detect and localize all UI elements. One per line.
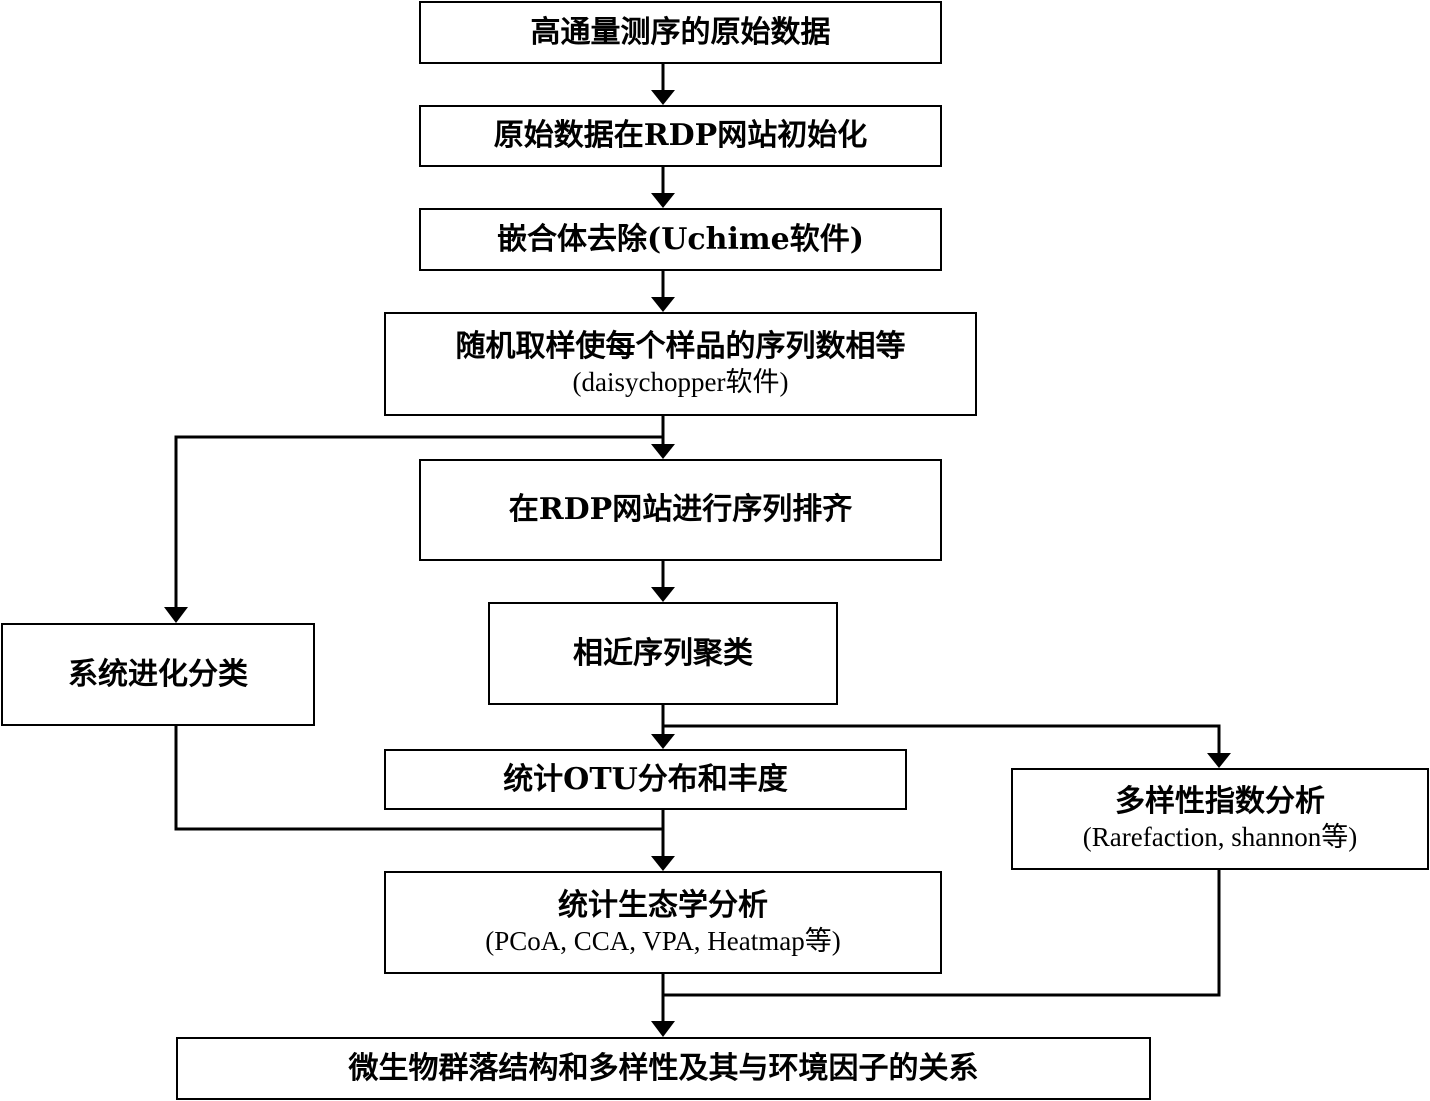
arrowhead-ecology-to-relationship	[651, 1021, 675, 1037]
node-clustering-label: 相近序列聚类	[573, 635, 753, 671]
node-rdp-align: 在RDP网站进行序列排齐	[419, 459, 942, 561]
node-stat-ecology: 统计生态学分析 (PCoA, CCA, VPA, Heatmap等)	[384, 871, 942, 974]
node-stat-ecology-sub: (PCoA, CCA, VPA, Heatmap等)	[485, 925, 841, 956]
node-diversity-index-label: 多样性指数分析	[1115, 784, 1325, 819]
arrowhead-align-to-cluster	[651, 587, 675, 602]
edge-cluster-to-diversity	[663, 724, 1221, 754]
arrowhead-otu-to-ecology	[651, 856, 675, 871]
node-random-sampling-sub: (daisychopper软件)	[572, 367, 789, 397]
node-rdp-align-label: 在RDP网站进行序列排齐	[508, 492, 853, 527]
node-clustering: 相近序列聚类	[488, 602, 838, 705]
node-random-sampling-label: 随机取样使每个样品的序列数相等	[455, 329, 906, 364]
arrowhead-cluster-to-otu	[651, 734, 675, 749]
arrowhead-init-to-chimera	[651, 193, 675, 208]
node-otu-stats-label: 统计OTU分布和丰度	[503, 761, 788, 797]
node-rdp-init-label: 原始数据在RDP网站初始化	[493, 118, 868, 153]
arrowhead-chimera-to-random	[651, 297, 675, 312]
node-diversity-index: 多样性指数分析 (Rarefaction, shannon等)	[1011, 768, 1429, 870]
node-relationship-label: 微生物群落结构和多样性及其与环境因子的关系	[348, 1050, 979, 1086]
arrowhead-raw-to-init	[651, 90, 675, 105]
node-relationship: 微生物群落结构和多样性及其与环境因子的关系	[176, 1037, 1151, 1100]
node-raw-data: 高通量测序的原始数据	[419, 1, 942, 64]
node-diversity-index-sub: (Rarefaction, shannon等)	[1082, 822, 1358, 852]
node-raw-data-label: 高通量测序的原始数据	[530, 14, 831, 50]
edge-random-to-phylo	[174, 435, 663, 608]
node-chimera-removal-label: 嵌合体去除(Uchime软件)	[497, 221, 864, 257]
edge-phylo-to-ecology	[174, 726, 663, 831]
node-phylo-classification: 系统进化分类	[1, 623, 315, 726]
arrowhead-cluster-to-diversity	[1207, 753, 1231, 768]
node-chimera-removal: 嵌合体去除(Uchime软件)	[419, 208, 942, 271]
node-rdp-init: 原始数据在RDP网站初始化	[419, 105, 942, 167]
node-otu-stats: 统计OTU分布和丰度	[384, 749, 907, 810]
arrowhead-random-to-phylo	[164, 607, 188, 623]
node-random-sampling: 随机取样使每个样品的序列数相等 (daisychopper软件)	[384, 312, 977, 416]
edge-diversity-to-relationship	[663, 870, 1221, 997]
node-stat-ecology-label: 统计生态学分析	[558, 887, 768, 923]
node-phylo-classification-label: 系统进化分类	[68, 656, 248, 692]
arrowhead-random-to-align	[651, 444, 675, 459]
